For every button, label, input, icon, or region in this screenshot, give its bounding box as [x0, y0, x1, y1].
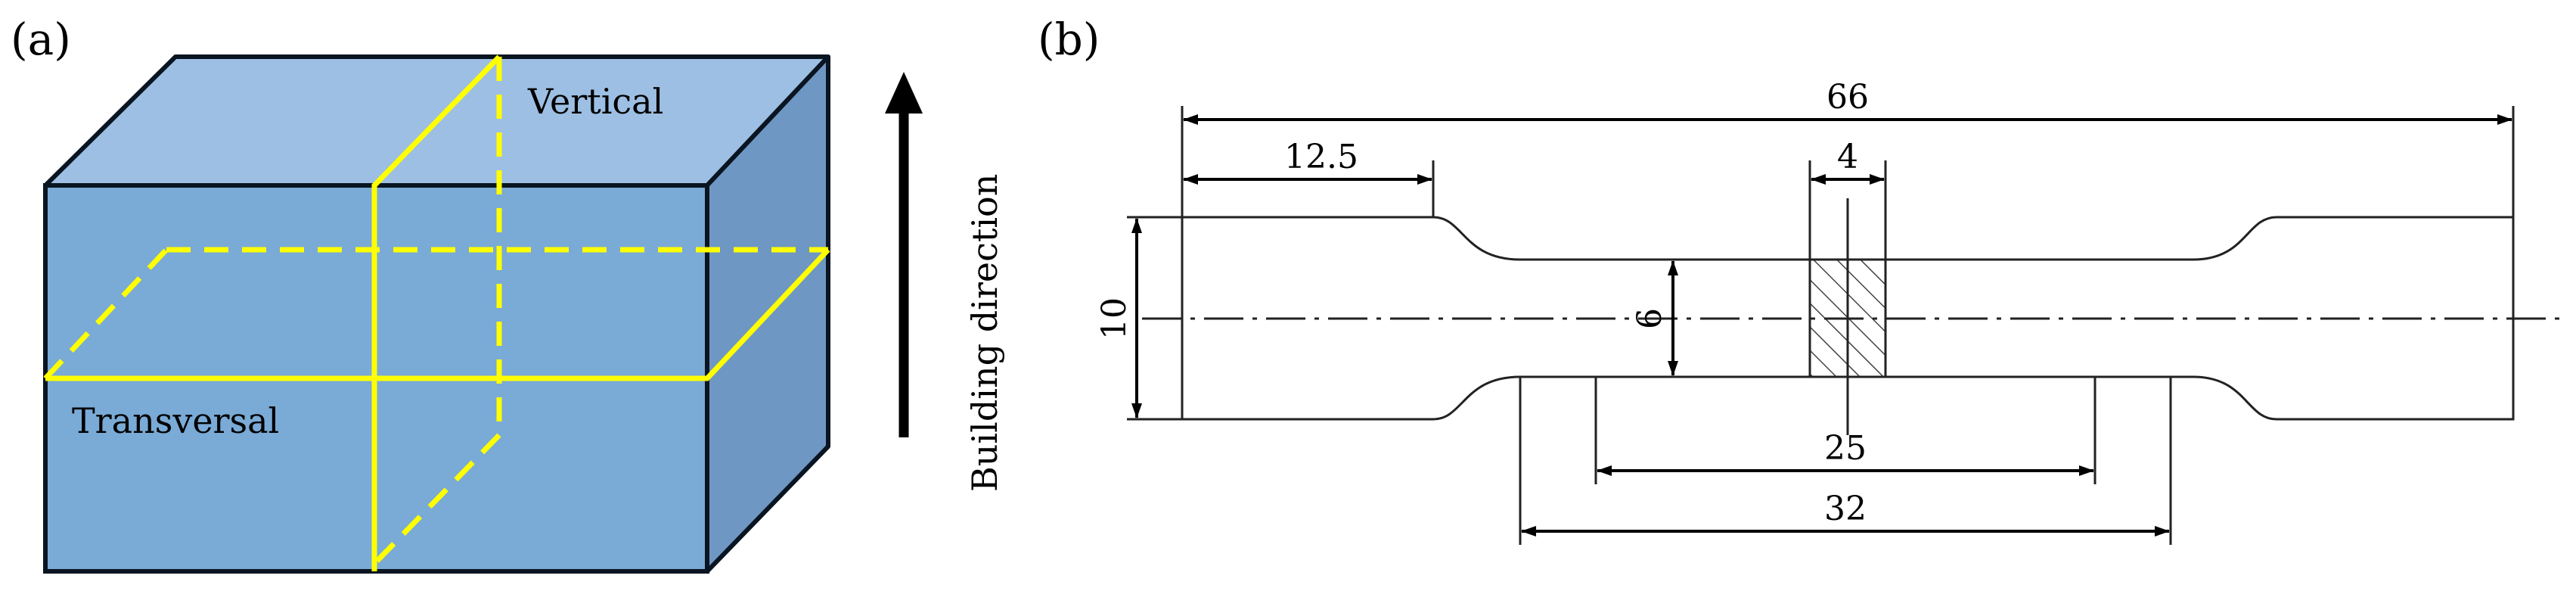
dim-66-text: 66 [1826, 78, 1869, 117]
panel-b: (b) [1038, 14, 2560, 545]
building-direction-arrowhead [885, 72, 923, 114]
specimen-outline [1181, 216, 2515, 421]
vertical-plane-label: Vertical [527, 81, 663, 122]
transversal-plane-label: Transversal [72, 400, 279, 441]
building-direction-label: Building direction [964, 174, 1005, 492]
dim-6-text: 6 [1631, 308, 1669, 329]
dim-25-text: 25 [1824, 429, 1867, 468]
vertical-plane [371, 54, 502, 571]
extension-lines [1127, 106, 2515, 545]
panel-b-label: (b) [1038, 14, 1100, 65]
panel-a-label: (a) [11, 14, 71, 65]
transversal-plane [43, 247, 830, 381]
dim-32-text: 32 [1824, 490, 1867, 528]
dim-10-text: 10 [1095, 297, 1134, 340]
dim-12-5-text: 12.5 [1284, 138, 1358, 176]
dim-4-text: 4 [1837, 138, 1858, 176]
panel-a: (a) Vertical Transversal Building direct… [11, 14, 1005, 574]
dimension-lines [1131, 114, 2512, 537]
